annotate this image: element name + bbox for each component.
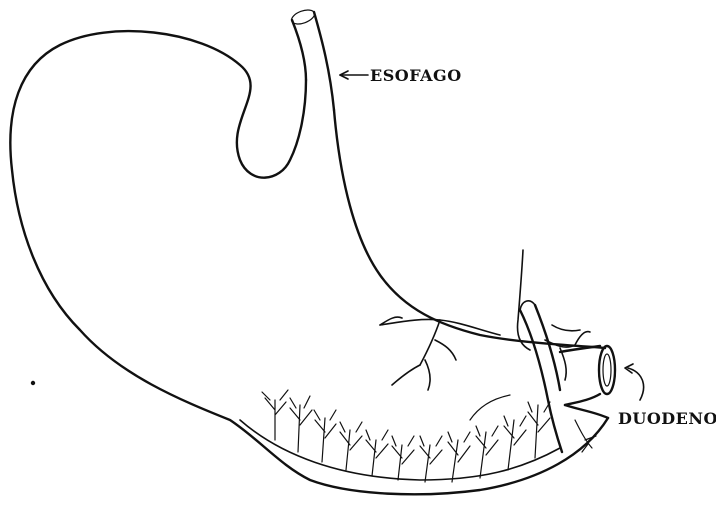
duodenum-pointer xyxy=(625,364,644,400)
lesser-curvature xyxy=(334,110,605,348)
ink-dot xyxy=(31,381,35,385)
greater-curvature-vessels xyxy=(262,390,596,482)
esophagus xyxy=(290,7,334,110)
lesser-curvature-vessels xyxy=(380,250,590,390)
stomach xyxy=(10,31,608,494)
duodenum-opening xyxy=(599,346,615,394)
esophagus-label: ESOFAGO xyxy=(370,66,462,85)
greater-curvature xyxy=(10,31,608,494)
duodenum-label: DUODENO xyxy=(618,409,716,428)
esophagus-pointer xyxy=(340,71,368,79)
